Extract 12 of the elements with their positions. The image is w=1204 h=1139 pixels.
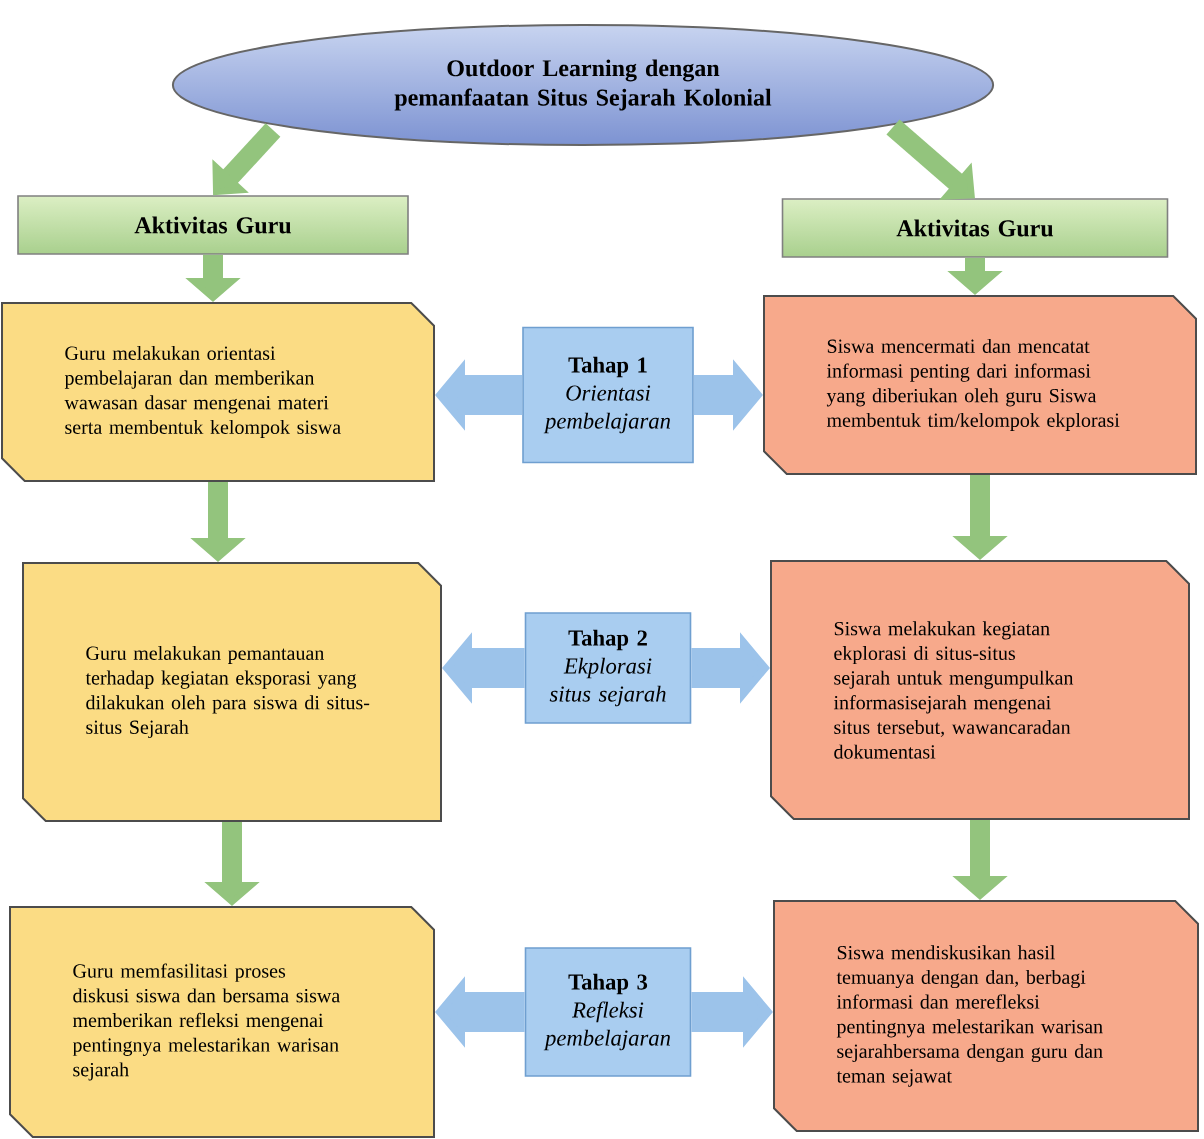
student-activity-box: Siswa melakukan kegiatan ekplorasi di situs-situs sejarah untuk mengumpulkan informasisejarah mengenai situs tersebut, wawancaradan dokumentasi (770, 560, 1190, 820)
block-arrow (886, 119, 975, 200)
stage-box: Tahap 3 Refleksi pembelajaran (524, 947, 692, 1077)
student-activity-box: Siswa mencermati dan mencatat informasi penting dari informasi yang diberiukan oleh guru Siswa membentuk tim/kelompok ekplorasi (763, 295, 1197, 475)
stage-box: Tahap 1 Orientasi pembelajaran (522, 326, 694, 464)
teacher-activity-box: Guru melakukan orientasi pembelajaran dan memberikan wawasan dasar mengenai materi serta membentuk kelompok siswa (1, 302, 435, 482)
teacher-activity-box: Guru melakukan pemantauan terhadap kegiatan eksporasi yang dilakukan oleh para siswa di situs-situs Sejarah (22, 562, 442, 822)
header-banner: Aktivitas Guru (17, 195, 409, 255)
student-activity-box: Siswa mendiskusikan hasil temuanya dengan dan, berbagi informasi dan merefleksi pentingnya melestarikan warisan sejarahbersama dengan guru dan teman sejawat (773, 900, 1199, 1132)
stage-box: Tahap 2 Ekplorasi situs sejarah (524, 612, 692, 724)
teacher-activity-box: Guru memfasilitasi proses diskusi siswa dan bersama siswa memberikan refleksi mengenai pentingnya melestarikan warisan sejarah (9, 906, 435, 1138)
header-banner: Aktivitas Guru (781, 198, 1169, 258)
